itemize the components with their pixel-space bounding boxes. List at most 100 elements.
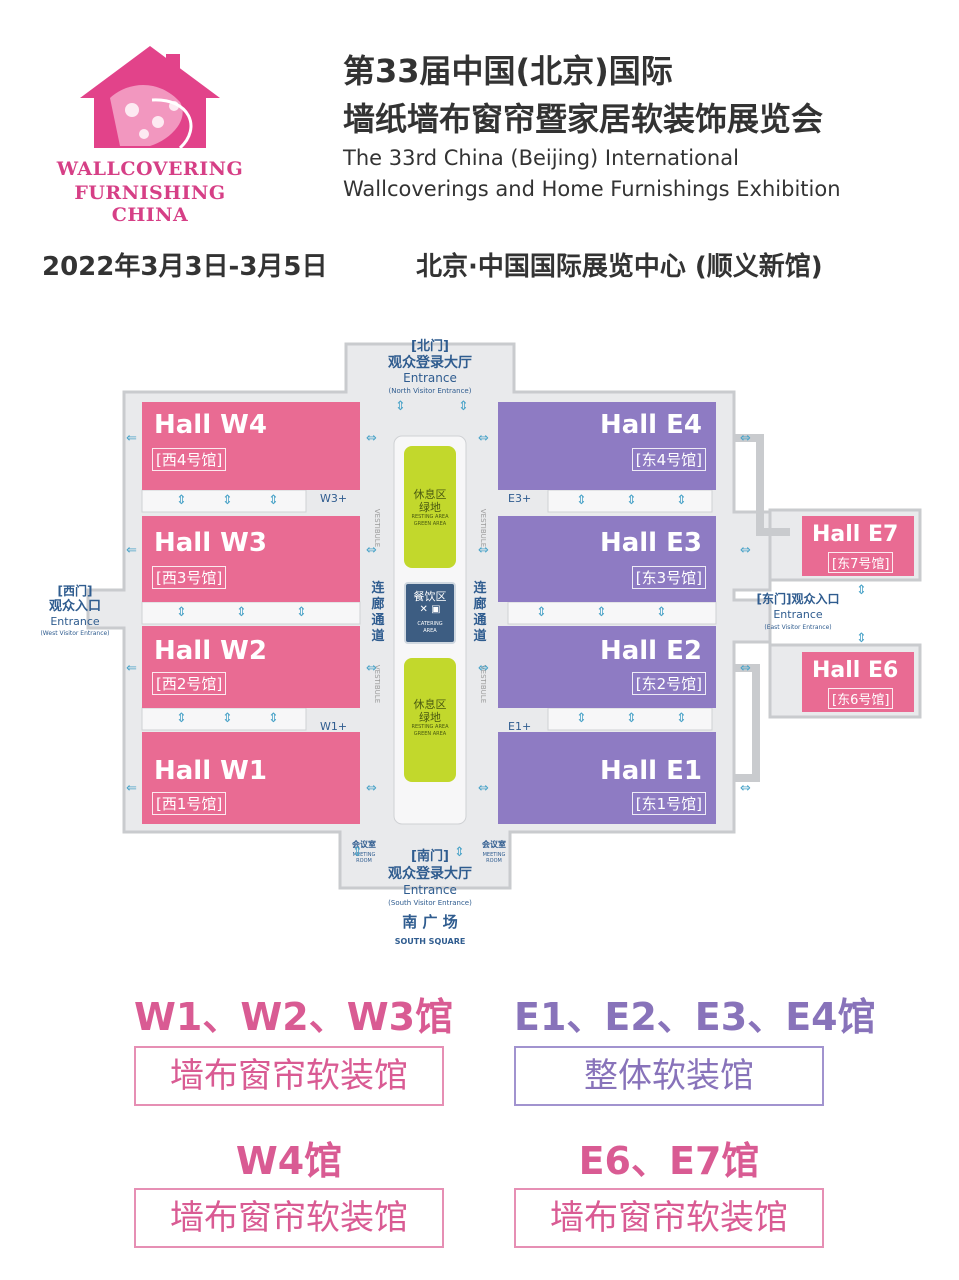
logo-text-line1: WALLCOVERING xyxy=(56,158,244,180)
arrow-icon: ⇕ xyxy=(236,605,247,620)
logo-text-line2: FURNISHING CHINA xyxy=(74,182,226,226)
resting-area-north xyxy=(404,446,456,568)
east-entrance: Entrance xyxy=(773,608,823,621)
hall-e2-cn: [东2号馆] xyxy=(631,672,706,695)
hall-e2[interactable]: Hall E2 [东2号馆] xyxy=(498,626,716,708)
corridor-east-1: 连 xyxy=(473,581,487,596)
west-hall: 观众入口 xyxy=(48,599,101,614)
hall-e4[interactable]: Hall E4 [东4号馆] xyxy=(498,402,716,490)
tag-e3plus: E3+ xyxy=(508,492,532,505)
arrow-icon: ⇕ xyxy=(576,493,587,508)
west-entrance: Entrance xyxy=(50,615,100,628)
floor-map: Hall W4 [西4号馆] Hall W3 [西3号馆] Hall W2 [西… xyxy=(0,300,959,960)
meeting-west-en2: ROOM xyxy=(356,858,372,864)
rest-south-cn2: 绿地 xyxy=(419,711,441,724)
corridor-east-3: 通 xyxy=(473,613,487,628)
south-sub: (South Visitor Entrance) xyxy=(388,899,472,907)
west-sub: (West Visitor Entrance) xyxy=(40,630,110,637)
corridor-east-2: 廊 xyxy=(473,597,487,612)
resting-area-south xyxy=(404,658,456,782)
hall-w1-cn: [西1号馆] xyxy=(152,792,227,815)
corridor-east-4: 道 xyxy=(473,629,487,644)
hall-w4-cn: [西4号馆] xyxy=(152,448,227,471)
arrow-icon: ⇕ xyxy=(536,605,547,620)
hall-w2-name: Hall W2 xyxy=(154,636,267,666)
hall-e7[interactable]: Hall E7 [东7号馆] xyxy=(802,516,914,576)
arrow-icon: ⇔ xyxy=(478,781,489,796)
catering-icons: ✕ ▣ xyxy=(404,604,456,615)
arrow-icon: ⇕ xyxy=(458,399,469,414)
hall-e3[interactable]: Hall E3 [东3号馆] xyxy=(498,516,716,602)
arrow-icon: ⇕ xyxy=(176,711,187,726)
arrow-icon: ⇕ xyxy=(395,399,406,414)
hall-w4-name: Hall W4 xyxy=(154,410,267,440)
arrow-icon: ⇐ xyxy=(126,781,137,796)
hall-e3-name: Hall E3 xyxy=(599,528,702,558)
legend-group3-label: 墙布窗帘软装馆 xyxy=(134,1188,444,1248)
hall-e2-name: Hall E2 xyxy=(599,636,702,666)
rest-north-cn1: 休息区 xyxy=(413,488,447,501)
corridor-west-1: 连 xyxy=(371,581,385,596)
corridor-west-2: 廊 xyxy=(371,597,385,612)
arrow-icon: ⇕ xyxy=(626,493,637,508)
catering-en2: AREA xyxy=(423,628,437,634)
meeting-east-cn: 会议室 xyxy=(482,840,506,849)
north-gate: [北门] xyxy=(411,339,449,354)
hall-w3-cn: [西3号馆] xyxy=(152,566,227,589)
hall-e6[interactable]: Hall E6 [东6号馆] xyxy=(802,652,914,712)
legend-group3-title: W4馆 xyxy=(235,1139,343,1183)
hall-w4[interactable]: Hall W4 [西4号馆] xyxy=(142,402,360,490)
arrow-icon: ⇕ xyxy=(454,845,465,860)
meeting-west-en1: MEETING xyxy=(352,852,376,858)
legend-group2-title: E1、E2、E3、E4馆 xyxy=(514,995,876,1039)
arrow-icon: ⇔ xyxy=(740,661,751,676)
south-hall: 观众登录大厅 xyxy=(388,866,472,882)
arrow-icon: ⇕ xyxy=(676,493,687,508)
arrow-icon: ⇔ xyxy=(740,543,751,558)
legend-group1-label: 墙布窗帘软装馆 xyxy=(134,1046,444,1106)
title-cn-line1: 第33届中国(北京)国际 xyxy=(343,52,673,90)
arrow-icon: ⇕ xyxy=(676,711,687,726)
tag-w1plus: W1+ xyxy=(320,720,348,733)
hall-e3-cn: [东3号馆] xyxy=(631,566,706,589)
arrow-icon: ⇕ xyxy=(656,605,667,620)
arrow-icon: ⇐ xyxy=(126,543,137,558)
hall-w1-name: Hall W1 xyxy=(154,756,267,786)
arrow-icon: ⇔ xyxy=(366,543,377,558)
hall-e7-name: Hall E7 xyxy=(812,522,899,547)
catering-en1: CATERING xyxy=(417,621,443,627)
cafe-icon: ▣ xyxy=(431,604,441,615)
legend-group1-title: W1、W2、W3馆 xyxy=(134,995,454,1039)
rest-north-en1: RESTING AREA xyxy=(411,514,449,520)
south-square-cn: 南 广 场 xyxy=(402,913,458,931)
arrow-icon: ⇕ xyxy=(176,493,187,508)
meeting-west-cn: 会议室 xyxy=(352,840,376,849)
catering-cn: 餐饮区 xyxy=(413,590,447,603)
arrow-icon: ⇔ xyxy=(366,431,377,446)
hall-w2-cn: [西2号馆] xyxy=(152,672,227,695)
arrow-icon: ⇕ xyxy=(352,845,363,860)
rest-north-en2: GREEN AREA xyxy=(413,521,447,527)
arrow-icon: ⇔ xyxy=(478,661,489,676)
tag-e1plus: E1+ xyxy=(508,720,532,733)
arrow-icon: ⇕ xyxy=(268,493,279,508)
hall-e4-name: Hall E4 xyxy=(599,410,702,440)
hall-w1[interactable]: Hall W1 [西1号馆] xyxy=(142,732,360,824)
hall-e1[interactable]: Hall E1 [东1号馆] xyxy=(498,732,716,824)
meeting-east-en2: ROOM xyxy=(486,858,502,864)
legend-group4-label: 墙布窗帘软装馆 xyxy=(514,1188,824,1248)
hall-e6-cn: [东6号馆] xyxy=(828,688,894,709)
arrow-icon: ⇔ xyxy=(366,781,377,796)
hall-e4-cn: [东4号馆] xyxy=(631,448,706,471)
hall-w3[interactable]: Hall W3 [西3号馆] xyxy=(142,516,360,602)
house-flower-logo-icon xyxy=(80,46,220,150)
hall-e7-cn: [东7号馆] xyxy=(828,552,894,573)
hall-w2[interactable]: Hall W2 [西2号馆] xyxy=(142,626,360,708)
arrow-icon: ⇕ xyxy=(222,711,233,726)
rest-north-cn2: 绿地 xyxy=(419,501,441,514)
hall-e1-name: Hall E1 xyxy=(599,756,702,786)
title-en-line1: The 33rd China (Beijing) International xyxy=(343,146,739,170)
exhibition-venue: 北京·中国国际展览中心 (顺义新馆) xyxy=(416,252,823,282)
catering-area xyxy=(404,582,456,644)
title-cn-line2: 墙纸墙布窗帘暨家居软装饰展览会 xyxy=(343,100,824,138)
